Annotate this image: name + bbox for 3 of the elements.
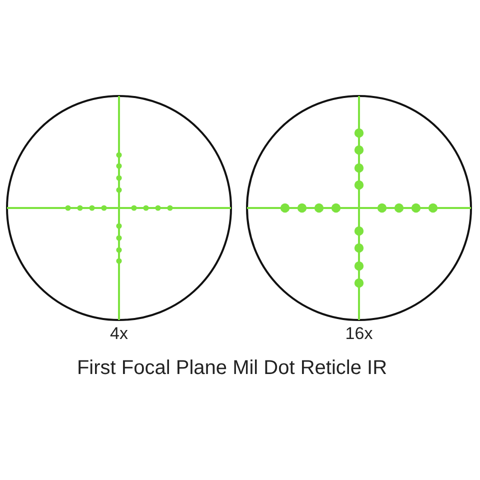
magnification-label: 4x xyxy=(110,324,128,344)
caption: First Focal Plane Mil Dot Reticle IR xyxy=(76,357,388,380)
magnification-label: 16x xyxy=(345,324,373,344)
